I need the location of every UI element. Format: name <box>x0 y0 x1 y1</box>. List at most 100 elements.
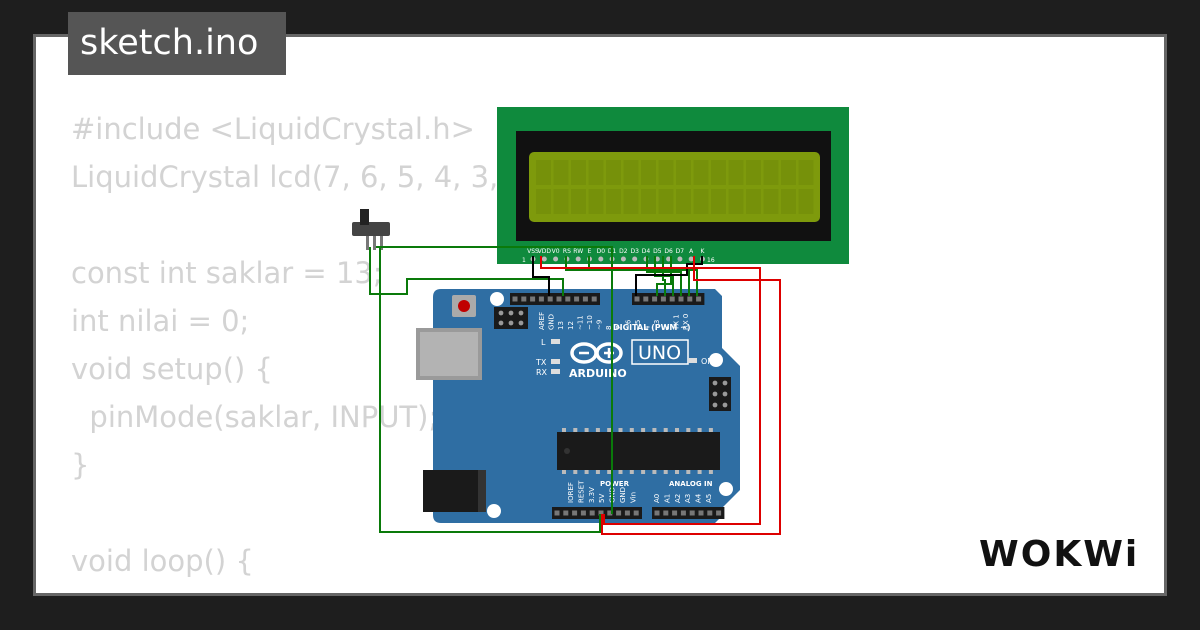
chip-leg <box>663 470 668 474</box>
header-pin[interactable] <box>678 296 684 302</box>
lcd-pin[interactable] <box>575 256 581 262</box>
lcd-pin-label: E <box>588 248 592 255</box>
header-pin[interactable] <box>538 296 544 302</box>
chip-leg <box>584 470 589 474</box>
pin-label: 2 <box>663 326 671 330</box>
lcd-cell <box>676 189 691 214</box>
lcd-cell <box>641 160 656 185</box>
icsp-header <box>494 307 528 329</box>
lcd-pin-label: D0 <box>597 248 606 255</box>
lcd-cell <box>711 160 726 185</box>
header-pin[interactable] <box>698 510 704 516</box>
header-pin[interactable] <box>580 510 586 516</box>
chip-leg <box>573 470 578 474</box>
lcd-cell <box>623 160 639 185</box>
header-pin[interactable] <box>663 510 669 516</box>
header-pin[interactable] <box>521 296 527 302</box>
wire-switch-to-pin13 <box>369 247 564 296</box>
header-pin[interactable] <box>680 510 686 516</box>
header-pin[interactable] <box>660 296 666 302</box>
header-pin[interactable] <box>556 296 562 302</box>
pin-label: A1 <box>663 494 671 503</box>
pin-label: TX 1 <box>672 314 680 331</box>
lcd-cell <box>746 160 761 185</box>
lcd-pin[interactable] <box>553 256 559 262</box>
code-line: int nilai = 0; <box>71 304 250 338</box>
lcd-pin-label: D5 <box>653 248 662 255</box>
header-strip <box>652 507 725 519</box>
code-preview: #include <LiquidCrystal.h>LiquidCrystal … <box>71 105 547 585</box>
pin-label: 5V <box>598 494 606 503</box>
chip-leg <box>595 470 600 474</box>
header-pin[interactable] <box>634 296 640 302</box>
header-pin[interactable] <box>687 296 693 302</box>
lcd-cell <box>693 189 709 214</box>
lcd-cell <box>571 160 586 185</box>
slide-switch[interactable] <box>352 209 390 250</box>
chip-leg <box>607 470 612 474</box>
file-tab[interactable]: sketch.ino <box>68 12 286 75</box>
lcd-cell <box>553 189 569 214</box>
lcd-pin[interactable] <box>677 256 683 262</box>
header-pin[interactable] <box>616 510 622 516</box>
on-led <box>688 358 697 363</box>
chip-leg <box>618 470 623 474</box>
header-pin[interactable] <box>633 510 639 516</box>
lcd-cell <box>798 189 814 214</box>
header-pin[interactable] <box>554 510 560 516</box>
header-pin[interactable] <box>654 510 660 516</box>
wokwi-logo: WOKWi <box>979 534 1137 575</box>
pin-label: ~10 <box>586 315 594 330</box>
header-pin[interactable] <box>563 510 569 516</box>
header-pin[interactable] <box>591 296 597 302</box>
header-pin[interactable] <box>707 510 713 516</box>
lcd-pin-label: RW <box>573 248 583 255</box>
lcd-pin[interactable] <box>632 256 638 262</box>
lcd-last-pin-label: 16 <box>707 257 715 264</box>
power-pin-header <box>552 507 642 519</box>
header-pin[interactable] <box>696 296 702 302</box>
reset-button[interactable] <box>452 295 476 317</box>
lcd-pin[interactable] <box>654 256 660 262</box>
header-pin[interactable] <box>672 510 678 516</box>
lcd-pin-label: RS <box>563 248 571 255</box>
chip-leg <box>641 470 646 474</box>
header-pin[interactable] <box>652 296 658 302</box>
lcd-cell <box>693 160 709 185</box>
header-pin[interactable] <box>669 296 675 302</box>
header-pin[interactable] <box>716 510 722 516</box>
lcd-pin[interactable] <box>666 256 672 262</box>
lcd-cell <box>763 160 779 185</box>
lcd-pin[interactable] <box>688 256 694 262</box>
header-pin[interactable] <box>598 510 604 516</box>
header-pin[interactable] <box>512 296 518 302</box>
chip-leg <box>595 428 600 432</box>
pin-label: ~5 <box>634 320 642 330</box>
header-pin[interactable] <box>624 510 630 516</box>
header-pin[interactable] <box>689 510 695 516</box>
lcd-cell <box>728 189 744 214</box>
uno-badge <box>631 339 689 365</box>
header-pin[interactable] <box>574 296 580 302</box>
pin-label: A2 <box>674 494 682 503</box>
microcontroller-chip <box>557 432 720 470</box>
lcd-pin[interactable] <box>541 256 547 262</box>
header-pin[interactable] <box>565 296 571 302</box>
arduino-logo <box>570 342 623 364</box>
header-pin[interactable] <box>589 510 595 516</box>
lcd-cell <box>571 189 586 214</box>
lcd-pin[interactable] <box>598 256 604 262</box>
tx-led <box>551 359 560 364</box>
header-pin[interactable] <box>582 296 588 302</box>
analog-pin-header <box>652 507 725 519</box>
pin-label: A3 <box>684 494 692 503</box>
header-pin[interactable] <box>547 296 553 302</box>
header-pin[interactable] <box>643 296 649 302</box>
pin-label: ~9 <box>596 320 604 330</box>
lcd-pin[interactable] <box>620 256 626 262</box>
header-pin[interactable] <box>572 510 578 516</box>
header-pin[interactable] <box>530 296 536 302</box>
header-pin[interactable] <box>607 510 613 516</box>
